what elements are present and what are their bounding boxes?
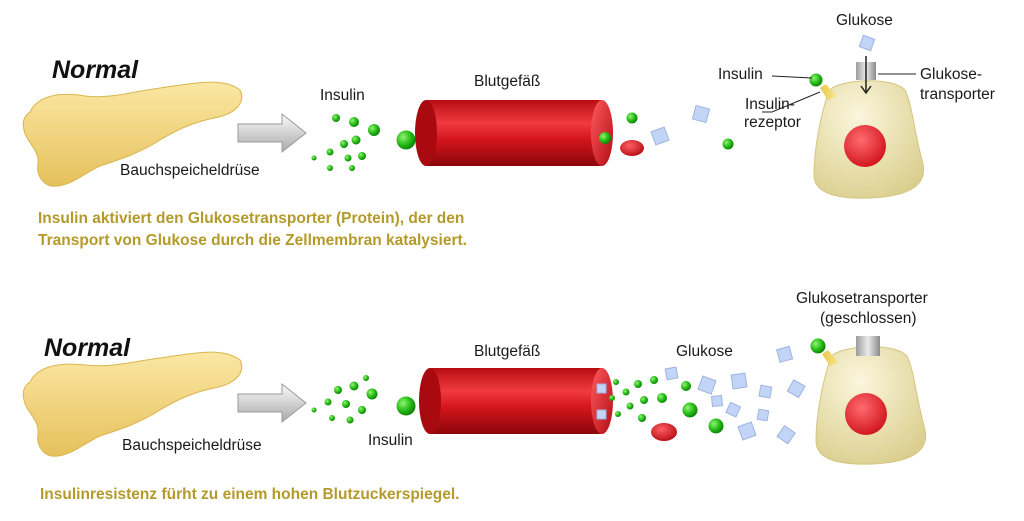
bound-insulin	[809, 73, 823, 87]
panel-title: Normal	[52, 56, 139, 84]
glucose-cube	[776, 345, 794, 363]
flow-arrow	[237, 382, 307, 424]
insulin-molecule	[626, 402, 634, 410]
glucose-cube	[776, 424, 796, 445]
glucose-cube	[756, 408, 770, 422]
insulin-molecule	[363, 375, 369, 381]
vessel-label: Blutgefäß	[474, 343, 541, 360]
insulin-molecule	[368, 124, 380, 136]
caption-line-1: Insulinresistenz fürht zu einem hohen Bl…	[40, 486, 460, 503]
insulin-molecule	[613, 379, 619, 385]
red-blood-cell	[620, 140, 644, 156]
insulin-molecule	[340, 140, 348, 148]
insulin-molecule	[342, 400, 350, 408]
insulin-molecule	[640, 396, 648, 404]
insulin-molecule	[366, 388, 378, 400]
pancreas-label: Bauchspeicheldrüse	[122, 437, 262, 454]
insulin-molecule	[358, 152, 366, 160]
insulin-molecule	[626, 112, 638, 124]
label-line-receptor	[762, 91, 821, 113]
insulin-molecule	[722, 138, 734, 150]
insulin-molecule	[324, 398, 332, 406]
flow-arrow	[237, 112, 307, 154]
glucose-cube	[711, 395, 723, 407]
insulin-label: Insulin	[320, 87, 365, 104]
glucose-cube	[758, 384, 773, 399]
receptor-label-line-2: rezeptor	[744, 114, 801, 131]
insulin-molecule	[396, 396, 416, 416]
target-cell-top	[809, 56, 925, 199]
insulin-molecule	[334, 386, 342, 394]
glucose-label: Glukose	[836, 12, 893, 29]
insulin-molecule	[615, 411, 621, 417]
glucose-cube	[737, 421, 757, 441]
glucose-cube	[730, 372, 748, 390]
insulin-molecule	[396, 130, 416, 150]
panel-normal-bottom	[22, 336, 927, 465]
pancreas-shape	[22, 81, 243, 187]
insulin-molecule	[682, 402, 698, 418]
blood-vessel	[415, 100, 613, 166]
panel-normal-top	[22, 34, 925, 199]
glucose-label: Glukose	[676, 343, 733, 360]
insulin-cluster	[311, 375, 416, 424]
insulin-receptor	[822, 350, 838, 366]
glucose-cube	[858, 34, 876, 52]
insulin-molecule	[327, 165, 333, 171]
cell-nucleus	[844, 125, 886, 167]
insulin-molecule	[638, 414, 646, 422]
cell-insulin-label: Insulin	[718, 66, 763, 83]
insulin-molecule	[329, 415, 335, 421]
glucose-swarm	[664, 345, 806, 445]
transporter-label-line-1: Glukose-	[920, 66, 983, 83]
cell-nucleus	[845, 393, 887, 435]
target-cell-bottom	[815, 336, 927, 465]
glucose-transporter-closed	[856, 336, 880, 356]
insulin-molecule	[657, 393, 667, 403]
receptor-label-line-1: Insulin-	[745, 96, 795, 113]
insulin-molecule	[609, 395, 615, 401]
insulin-receptor	[820, 84, 836, 100]
transporter-label-line-2: transporter	[920, 86, 995, 103]
insulin-molecule	[344, 154, 352, 162]
caption-line-2: Transport von Glukose durch die Zellmemb…	[38, 232, 467, 249]
glucose-cube	[725, 401, 742, 418]
glucose-cube	[697, 375, 717, 395]
pancreas-shape	[22, 351, 243, 457]
insulin-swarm	[609, 338, 826, 434]
label-line-insulin	[771, 75, 813, 79]
blood-vessel	[419, 368, 613, 434]
caption-line-1: Insulin aktiviert den Glukosetransporter…	[38, 210, 465, 227]
red-blood-cell	[651, 423, 677, 441]
transporter-closed-label-line-1: Glukosetransporter	[796, 290, 928, 307]
vessel-label: Blutgefäß	[474, 73, 541, 90]
insulin-molecule	[346, 416, 354, 424]
insulin-molecule	[326, 148, 334, 156]
insulin-cluster	[311, 114, 416, 171]
insulin-molecule	[358, 406, 366, 414]
glucose-cube	[691, 104, 711, 124]
insulin-molecule	[650, 376, 658, 384]
bound-insulin	[810, 338, 826, 354]
insulin-molecule	[681, 381, 691, 391]
insulin-molecule	[311, 155, 317, 161]
insulin-molecule	[351, 135, 361, 145]
insulin-molecule	[349, 381, 359, 391]
insulin-molecule	[634, 380, 642, 388]
insulin-molecule	[332, 114, 340, 122]
insulin-molecule	[349, 165, 355, 171]
panel-title: Normal	[44, 334, 131, 362]
insulin-molecule	[622, 388, 630, 396]
glucose-cube	[786, 379, 806, 399]
insulin-label: Insulin	[368, 432, 413, 449]
insulin-molecule	[311, 407, 317, 413]
insulin-molecule	[708, 418, 724, 434]
insulin-molecule	[349, 117, 359, 127]
pancreas-label: Bauchspeicheldrüse	[120, 162, 260, 179]
glucose-cube	[650, 126, 670, 146]
transporter-closed-label-line-2: (geschlossen)	[820, 310, 917, 327]
glucose-cube	[664, 366, 679, 381]
